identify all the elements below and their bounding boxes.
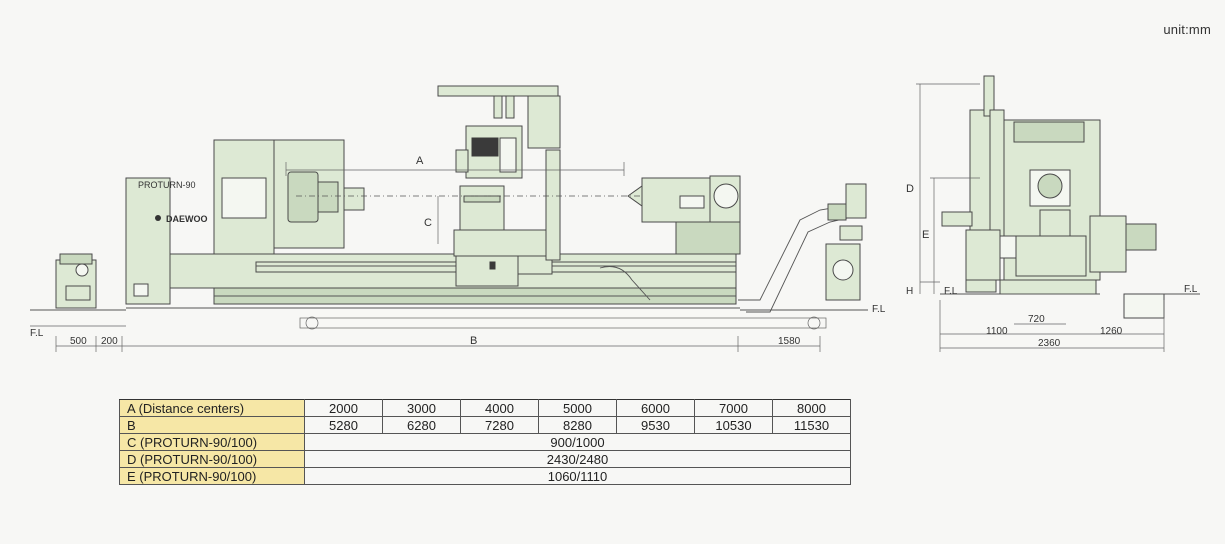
unit-label: unit:mm: [1163, 22, 1211, 37]
dim-D-label: D: [906, 183, 914, 195]
spec-row: C (PROTURN-90/100)900/1000: [119, 433, 851, 451]
dim-2360: 2360: [1038, 338, 1061, 349]
lathe-drawing: .m { fill:#dde9d4; stroke:#4a4a4a; strok…: [30, 75, 1200, 352]
headstock: [213, 139, 365, 255]
spec-cell: 8280: [538, 416, 617, 434]
dim-E-label: E: [922, 229, 929, 241]
tailstock: [627, 175, 741, 255]
spec-row-label: E (PROTURN-90/100): [119, 467, 305, 485]
spec-cell: 7000: [694, 399, 773, 417]
spec-row: E (PROTURN-90/100)1060/1110: [119, 467, 851, 485]
floor-label-side-right: F.L: [1184, 284, 1198, 295]
dim-H-label: H: [906, 286, 913, 297]
floor-label-front-left: F.L: [30, 328, 44, 339]
dim-A-label: A: [416, 155, 424, 167]
spec-row-label: B: [119, 416, 305, 434]
dim-C-label: C: [424, 217, 432, 229]
spec-cell: 8000: [772, 399, 851, 417]
foundation: [299, 316, 827, 330]
spec-cell: 2000: [304, 399, 383, 417]
spec-cell: 10530: [694, 416, 773, 434]
machine-logo: DAEWOO: [166, 214, 208, 224]
spec-cell: 5280: [304, 416, 383, 434]
carriage: [453, 149, 561, 287]
machine-brand-label: PROTURN-90: [138, 180, 196, 190]
spec-cell: 6000: [616, 399, 695, 417]
hydraulic-unit: [55, 253, 97, 309]
spec-row-label: A (Distance centers): [119, 399, 305, 417]
spec-cell: 7280: [460, 416, 539, 434]
spec-cell: 3000: [382, 399, 461, 417]
control-panel: [437, 85, 561, 179]
spec-cell: 11530: [772, 416, 851, 434]
dim-1260: 1260: [1100, 326, 1123, 337]
dim-B-label: B: [470, 335, 477, 347]
floor-label-side-left: F.L: [944, 286, 958, 297]
dim-500: 500: [70, 336, 87, 347]
dim-200: 200: [101, 336, 118, 347]
spec-span-cell: 2430/2480: [304, 450, 851, 468]
spec-cell: 5000: [538, 399, 617, 417]
spec-cell: 9530: [616, 416, 695, 434]
spec-span-cell: 1060/1110: [304, 467, 851, 485]
spec-row: D (PROTURN-90/100)2430/2480: [119, 450, 851, 468]
chip-conveyor: [599, 183, 867, 313]
dim-1580: 1580: [778, 336, 801, 347]
spec-cell: 4000: [460, 399, 539, 417]
spec-span-cell: 900/1000: [304, 433, 851, 451]
floor-label-front-right: F.L: [872, 304, 886, 315]
spec-row-label: C (PROTURN-90/100): [119, 433, 305, 451]
spec-cell: 6280: [382, 416, 461, 434]
side-view: [941, 75, 1165, 319]
dim-720: 720: [1028, 314, 1045, 325]
spec-row-label: D (PROTURN-90/100): [119, 450, 305, 468]
dim-1100: 1100: [986, 326, 1008, 337]
